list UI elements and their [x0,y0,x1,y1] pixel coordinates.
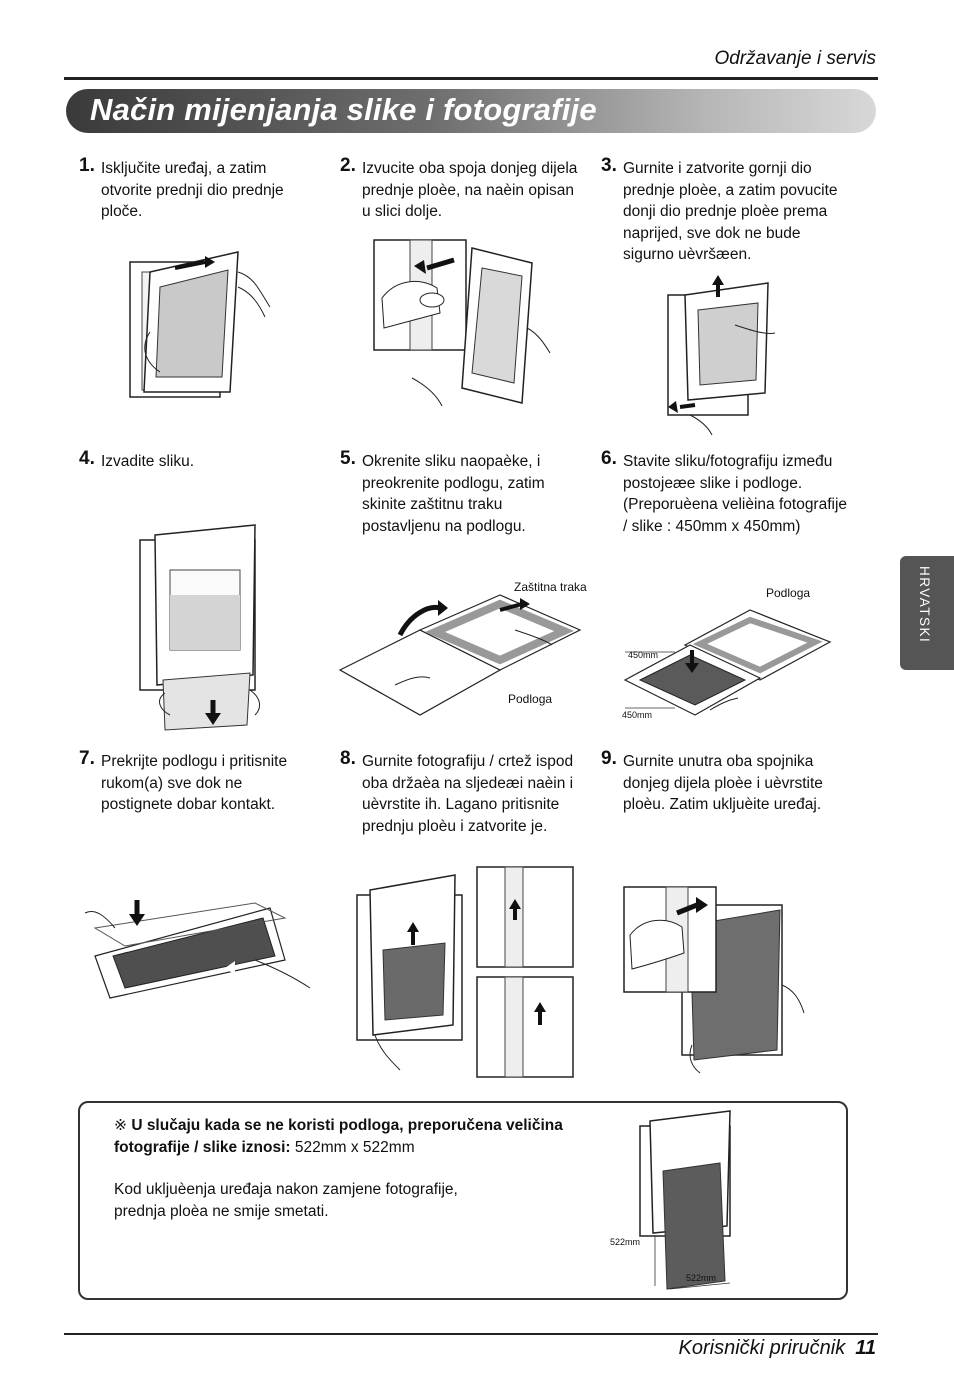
step-number: 1. [79,155,95,176]
page-number: 11 [855,1337,876,1359]
step-number: 4. [79,448,95,469]
step-number: 3. [601,155,617,176]
base-label-step-6: Podloga [766,586,811,600]
step-5: 5. Okrenite sliku naopaèke, i preokrenit… [340,448,567,537]
footer: Korisnički priručnik 11 [679,1337,876,1360]
step-3: 3. Gurnite i zatvorite gornji dio prednj… [601,155,848,266]
figure-step-6 [623,609,832,716]
step-4: 4. Izvadite sliku. [79,448,311,473]
step-text: Isključite uređaj, a zatim otvorite pred… [101,160,284,220]
note-body: Kod ukljuèenja uređaja nakon zamjene fot… [114,1181,458,1220]
dimension-450-top: 450mm [628,650,659,660]
figure-step-2 [373,239,551,407]
note-box: ※ U slučaju kada se ne koristi podloga, … [78,1101,848,1300]
figure-step-8 [356,866,574,1078]
manual-name: Korisnički priručnik [678,1337,846,1359]
step-2: 2. Izvucite oba spoja donjeg dijela pred… [340,155,582,223]
note-symbol: ※ [114,1117,127,1134]
step-6: 6. Stavite sliku/fotografiju između post… [601,448,851,537]
step-7: 7. Prekrijte podlogu i pritisnite rukom(… [79,748,311,816]
step-8: 8. Gurnite fotografiju / crtež ispod oba… [340,748,587,837]
figure-step-9 [623,886,805,1074]
section-label: Održavanje i servis [714,48,876,69]
base-label-step-5: Podloga [508,692,553,706]
step-number: 8. [340,748,356,769]
figure-step-5 [338,594,582,716]
step-text: Okrenite sliku naopaèke, i preokrenite p… [362,453,545,535]
step-number: 9. [601,748,617,769]
step-text: Izvadite sliku. [101,453,195,470]
note-size: 522mm x 522mm [290,1138,415,1156]
dimension-522-side: 522mm [610,1237,641,1247]
step-text: Prekrijte podlogu i pritisnite rukom(a) … [101,753,288,813]
note-text: ※ U slučaju kada se ne koristi podloga, … [114,1115,594,1222]
figure-step-7 [84,900,311,999]
step-text: Gurnite i zatvorite gornji dio prednje p… [623,160,838,263]
step-text: Stavite sliku/fotografiju između postoje… [623,453,848,535]
note-bold-text: U slučaju kada se ne koristi podloga, pr… [114,1117,563,1156]
language-tab: HRVATSKI [900,556,954,670]
step-number: 2. [340,155,356,176]
step-text: Gurnite fotografiju / crtež ispod oba dr… [362,753,574,835]
step-number: 6. [601,448,617,469]
dimension-522-bottom: 522mm [686,1273,717,1283]
figure-step-1 [129,251,271,398]
step-number: 5. [340,448,356,469]
figure-step-3 [667,275,776,436]
step-9: 9. Gurnite unutra oba spojnika donjeg di… [601,748,848,816]
figure-note [639,1110,731,1290]
dimension-450-bottom: 450mm [622,710,653,720]
step-1: 1. Isključite uređaj, a zatim otvorite p… [79,155,311,223]
page-title: Način mijenjanja slike i fotografije [90,92,597,127]
protective-tape-label: Zaštitna traka [514,580,587,594]
language-tab-label: HRVATSKI [917,566,932,644]
step-text: Izvucite oba spoja donjeg dijela prednje… [362,160,578,220]
step-text: Gurnite unutra oba spojnika donjeg dijel… [623,753,823,813]
step-number: 7. [79,748,95,769]
figure-step-4 [139,524,261,731]
bottom-divider [64,1333,878,1335]
top-divider [64,77,878,80]
title-banner: Način mijenjanja slike i fotografije [66,89,876,133]
